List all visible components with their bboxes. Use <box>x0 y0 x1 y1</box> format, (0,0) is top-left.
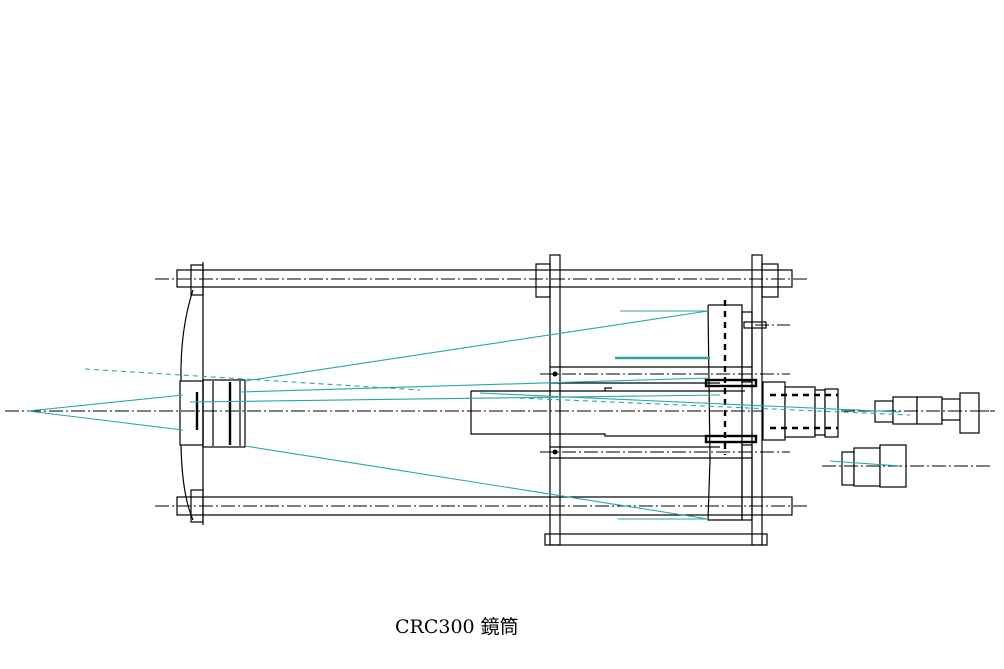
middle-clamp <box>535 263 551 298</box>
bottom-rail <box>176 496 793 516</box>
rod-pin <box>552 371 558 377</box>
eyepiece-lens <box>841 451 855 486</box>
camera-neck <box>941 398 961 421</box>
rails <box>176 269 793 516</box>
ray-dashed <box>84 368 421 391</box>
ray <box>244 310 709 382</box>
rear-assembly <box>704 254 779 546</box>
rear-ring-plate <box>751 254 763 546</box>
middle-ring <box>535 254 768 546</box>
ray <box>244 445 709 520</box>
focuser-knob <box>824 388 839 438</box>
light-rays <box>27 310 911 520</box>
baffle-top <box>471 387 745 392</box>
secondary-flange <box>707 304 743 521</box>
rod-pin <box>552 449 558 455</box>
base-plate <box>544 533 768 546</box>
ray <box>189 394 721 403</box>
bottom-clamp <box>190 489 204 523</box>
primary-cell <box>179 262 246 525</box>
ray <box>27 394 184 412</box>
focuser <box>762 381 839 441</box>
ray <box>27 410 184 431</box>
drawing-caption: CRC300 鏡筒 <box>395 616 519 638</box>
bolt <box>743 321 767 329</box>
top-rail <box>176 269 793 288</box>
ray <box>829 460 901 467</box>
focuser-flange-bottom <box>704 434 758 444</box>
primary-mirror <box>202 379 246 448</box>
lower-spider-vane <box>180 444 194 521</box>
flange-bracket <box>741 311 753 383</box>
ray <box>479 392 901 413</box>
focuser-flange-top <box>704 378 758 388</box>
baffle-bottom <box>470 391 745 437</box>
mirror-cell <box>179 380 204 446</box>
camera-head <box>959 392 980 434</box>
camera-straight <box>860 392 995 434</box>
diagonal-eyepiece <box>822 444 990 488</box>
ray <box>239 377 711 393</box>
upper-spider-vane <box>180 289 194 382</box>
eyepiece-barrel <box>853 447 881 487</box>
baffle-tube <box>470 387 745 437</box>
ray-dashed <box>519 397 911 416</box>
flange-bracket <box>741 444 753 521</box>
rear-clamp <box>761 263 779 298</box>
focuser-tube <box>784 386 816 438</box>
focuser-body <box>762 381 786 441</box>
top-clamp <box>190 264 204 296</box>
